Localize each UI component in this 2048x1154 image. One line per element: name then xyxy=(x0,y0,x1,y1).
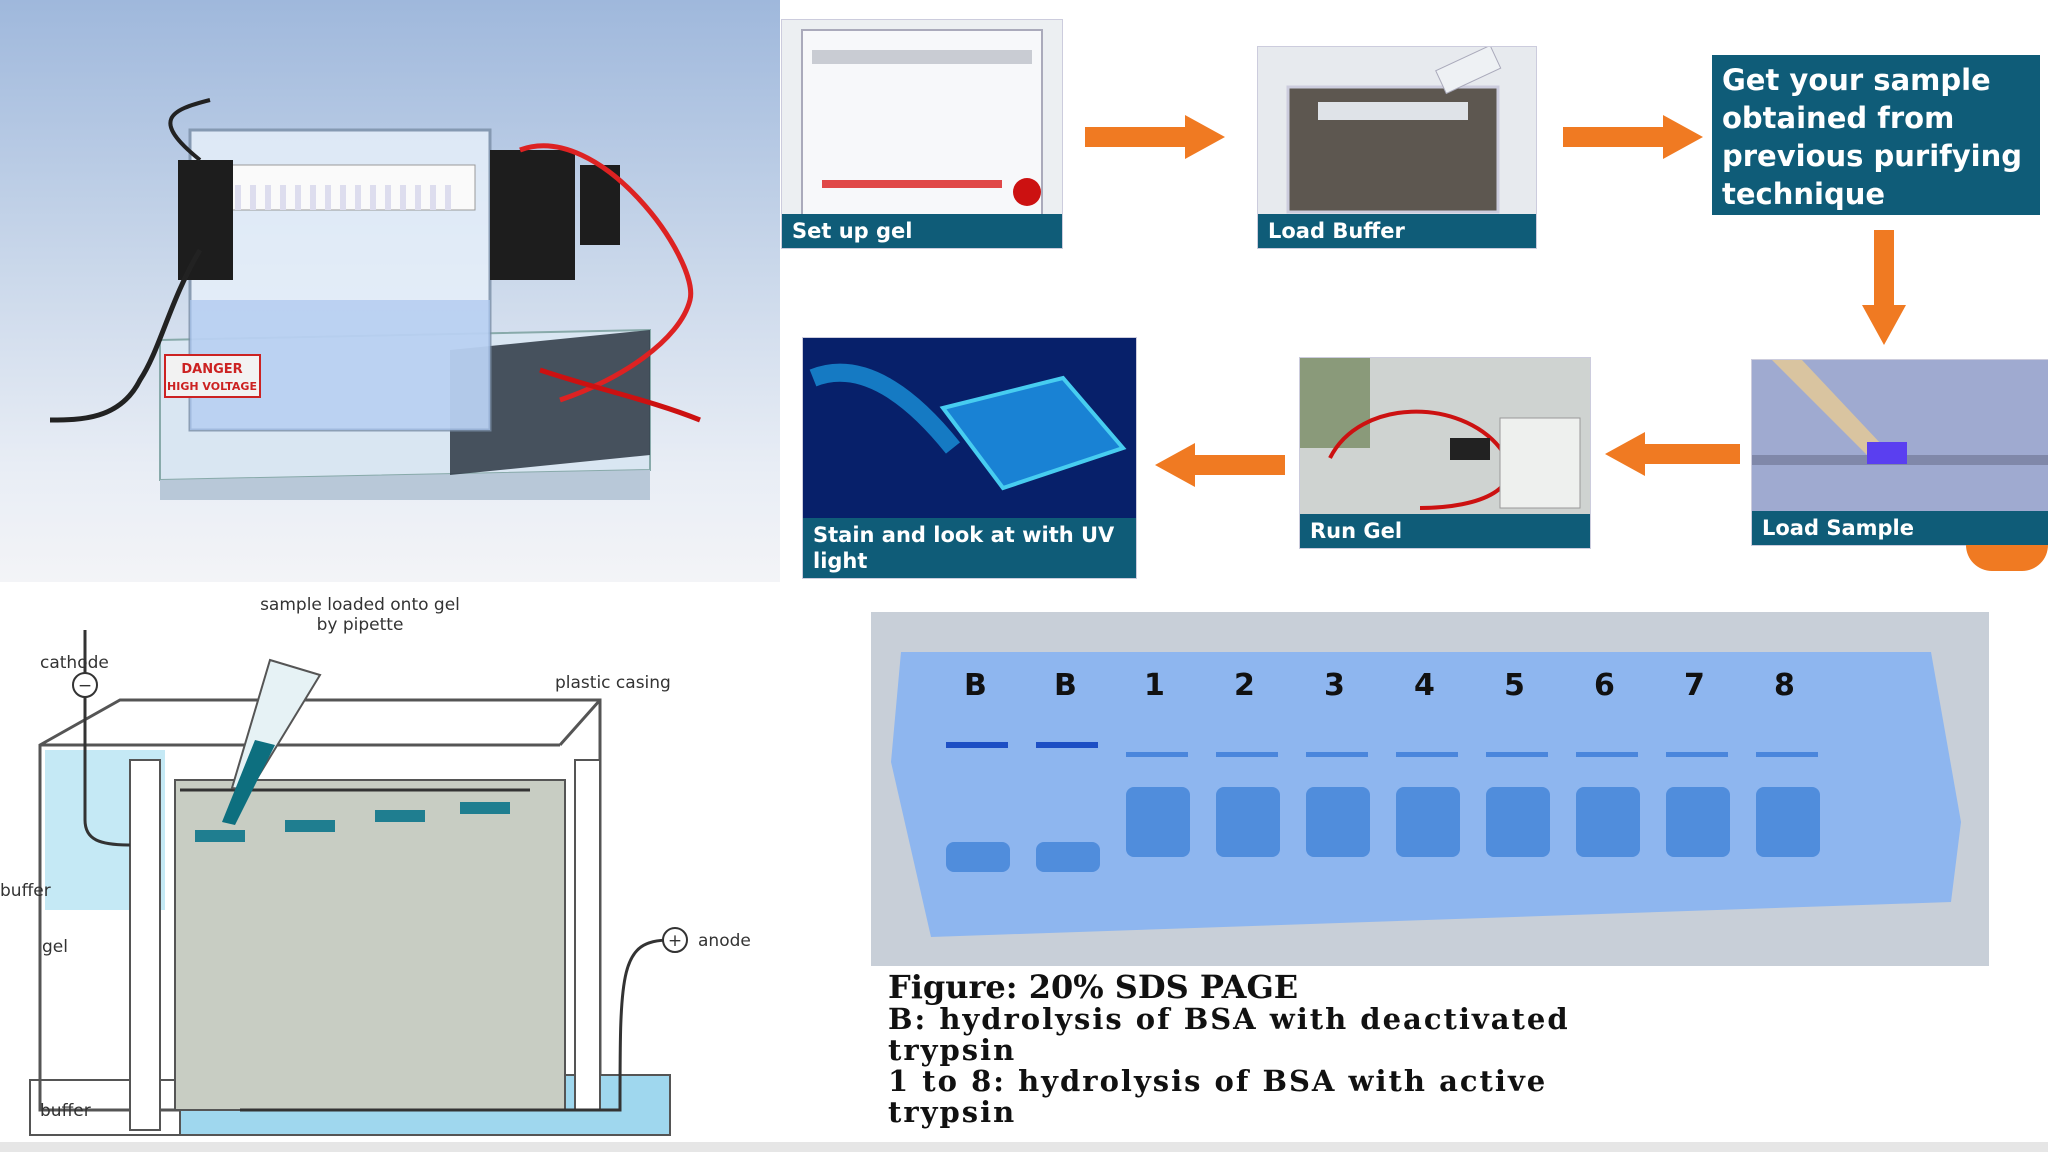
gel-band-top xyxy=(1576,752,1638,757)
gel-band-smear xyxy=(1036,842,1100,872)
arrow-left-icon xyxy=(1155,443,1285,487)
figure-title: Figure: 20% SDS PAGE xyxy=(888,968,1299,1006)
arrow-right-icon xyxy=(1563,115,1703,159)
step-caption: Run Gel xyxy=(1300,514,1590,548)
label-gel: gel xyxy=(42,937,68,957)
step-stain-uv-card: Stain and look at with UV light xyxy=(803,338,1136,578)
caption-line-2: trypsin xyxy=(888,1033,1017,1067)
caption-line-4: trypsin xyxy=(888,1095,1017,1129)
arrow-right-icon xyxy=(1085,115,1225,159)
gel-band-smear xyxy=(1216,787,1280,857)
gel-band-smear xyxy=(1486,787,1550,857)
step-load-buffer-card: Load Buffer xyxy=(1258,47,1536,248)
label-buffer-bottom: buffer xyxy=(40,1101,91,1121)
gel-lane-label: 1 xyxy=(1144,668,1165,703)
sds-page-gel-photo: B B 1 2 3 4 5 6 7 8 xyxy=(871,612,1989,966)
cathode-symbol: − xyxy=(78,676,92,696)
gel-illustration xyxy=(891,652,1961,937)
gel-band-top xyxy=(1666,752,1728,757)
apparatus-illustration: DANGER HIGH VOLTAGE xyxy=(49,98,701,500)
gel-casting-illustration xyxy=(801,29,1043,221)
gel-band-top xyxy=(1216,752,1278,757)
gel-lane-label: B xyxy=(1054,668,1077,703)
gel-band-smear xyxy=(1306,787,1370,857)
step-load-sample-card: Load Sample xyxy=(1752,360,2048,545)
gel-lane-label: 6 xyxy=(1594,668,1615,703)
caption-line-3: 1 to 8: hydrolysis of BSA with active xyxy=(888,1064,1548,1098)
gel-band-smear xyxy=(1756,787,1820,857)
bottom-strip xyxy=(0,1142,2048,1152)
warning-label-line-2: HIGH VOLTAGE xyxy=(167,380,257,393)
step-run-gel-card: Run Gel xyxy=(1300,358,1590,548)
warning-label-line-1: DANGER xyxy=(181,362,242,377)
gel-band-top xyxy=(1396,752,1458,757)
gel-band-smear xyxy=(1126,787,1190,857)
gel-band-smear xyxy=(1666,787,1730,857)
arrow-left-icon xyxy=(1605,432,1740,476)
label-cathode: cathode xyxy=(40,653,109,673)
label-plastic-casing: plastic casing xyxy=(555,673,671,693)
gel-band-top xyxy=(1486,752,1548,757)
sample-loading-illustration xyxy=(1752,360,2048,465)
gel-band-top xyxy=(1306,752,1368,757)
gel-lane-label: 3 xyxy=(1324,668,1345,703)
gel-running-illustration xyxy=(1300,358,1581,510)
gel-band-top xyxy=(946,742,1008,748)
label-by-pipette: by pipette xyxy=(317,615,404,635)
orange-circle-decoration xyxy=(1966,545,2048,571)
gel-lane-label: 2 xyxy=(1234,668,1255,703)
anode-symbol: + xyxy=(668,931,682,951)
step-caption: Stain and look at with UV light xyxy=(803,518,1136,578)
gel-lane-label: B xyxy=(964,668,987,703)
gel-lane-label: 8 xyxy=(1774,668,1795,703)
gel-lane-label: 4 xyxy=(1414,668,1435,703)
arrow-down-icon xyxy=(1862,230,1906,345)
step-caption: Set up gel xyxy=(782,214,1062,248)
tank-schematic: − + sample loaded onto gel by pipette ca… xyxy=(0,595,751,1136)
gel-band-smear xyxy=(946,842,1010,872)
gel-lane-label: 5 xyxy=(1504,668,1525,703)
step-get-sample-box: Get your sample obtained from previous p… xyxy=(1712,55,2040,215)
buffer-tank-illustration xyxy=(1286,47,1502,214)
caption-line-1: B: hydrolysis of BSA with deactivated xyxy=(888,1002,1570,1036)
electrophoresis-tank-diagram: − + sample loaded onto gel by pipette ca… xyxy=(0,590,780,1150)
gel-band-smear xyxy=(1396,787,1460,857)
gel-lane-label: 7 xyxy=(1684,668,1705,703)
gel-band-top xyxy=(1126,752,1188,757)
label-sample-loaded: sample loaded onto gel xyxy=(260,595,460,615)
electrophoresis-apparatus-photo: DANGER HIGH VOLTAGE xyxy=(0,0,780,582)
step-caption: Load Buffer xyxy=(1258,214,1536,248)
gel-band-top xyxy=(1036,742,1098,748)
figure-caption: Figure: 20% SDS PAGE B: hydrolysis of BS… xyxy=(888,970,2008,1128)
step-caption: Load Sample xyxy=(1752,511,2048,545)
step-set-up-gel-card: Set up gel xyxy=(782,20,1062,248)
gel-band-top xyxy=(1756,752,1818,757)
label-buffer-top: buffer xyxy=(0,881,51,901)
gel-band-smear xyxy=(1576,787,1640,857)
label-anode: anode xyxy=(698,931,751,951)
